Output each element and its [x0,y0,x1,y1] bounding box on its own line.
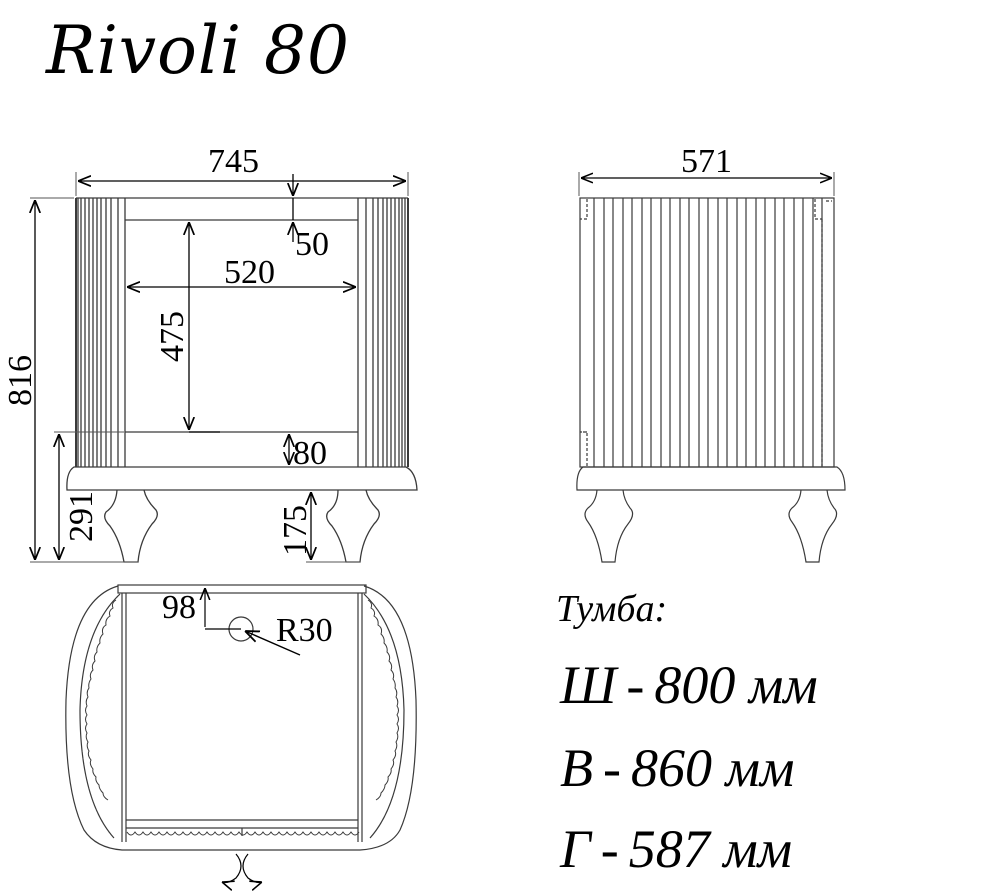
dim-side-width: 571 [681,143,732,180]
dim-overall-height: 816 [2,355,39,406]
side-view [576,172,846,563]
product-title: Rivoli 80 [46,12,351,89]
front-right-leg [326,489,380,563]
side-flutes [593,198,823,467]
spec-width: Ш-800 мм [560,658,818,712]
dim-overall-width: 745 [208,143,259,180]
right-fluted-column [357,198,409,467]
door-swing-arrows-icon [222,853,262,883]
scallop-right [367,599,399,801]
dim-opening-height: 475 [154,311,191,362]
top-view [65,584,417,883]
scallop-left [85,599,117,801]
spec-depth: Г-587 мм [560,822,792,876]
spec-height-unit: мм [725,738,795,798]
dim-top-rail: 50 [295,226,329,263]
side-right-leg [788,489,838,563]
specs-heading: Тумба: [556,588,668,630]
spec-width-sep: - [626,655,645,715]
left-fluted-column [75,198,126,467]
dim-opening-width: 520 [224,254,275,291]
spec-height-letter: В [560,738,593,798]
spec-height-sep: - [603,738,621,798]
spec-height-value: 860 [630,738,712,798]
front-view [30,172,418,563]
dim-hole-offset: 98 [162,589,196,626]
spec-depth-sep: - [600,819,619,879]
front-left-leg [104,489,158,563]
spec-depth-letter: Г [560,819,591,879]
dim-bottom-rail: 80 [293,435,327,472]
dim-leg-height: 175 [277,505,314,556]
spec-width-letter: Ш [560,655,617,715]
spec-width-value: 800 [654,655,736,715]
side-left-leg [584,489,634,563]
dim-hole-radius: R30 [276,612,333,649]
dim-plinth-height: 291 [63,491,100,542]
spec-height: В-860 мм [560,741,794,795]
spec-depth-unit: мм [723,819,793,879]
spec-depth-value: 587 [628,819,710,879]
hidden-hinge-lines [580,199,832,466]
spec-width-unit: мм [748,655,818,715]
